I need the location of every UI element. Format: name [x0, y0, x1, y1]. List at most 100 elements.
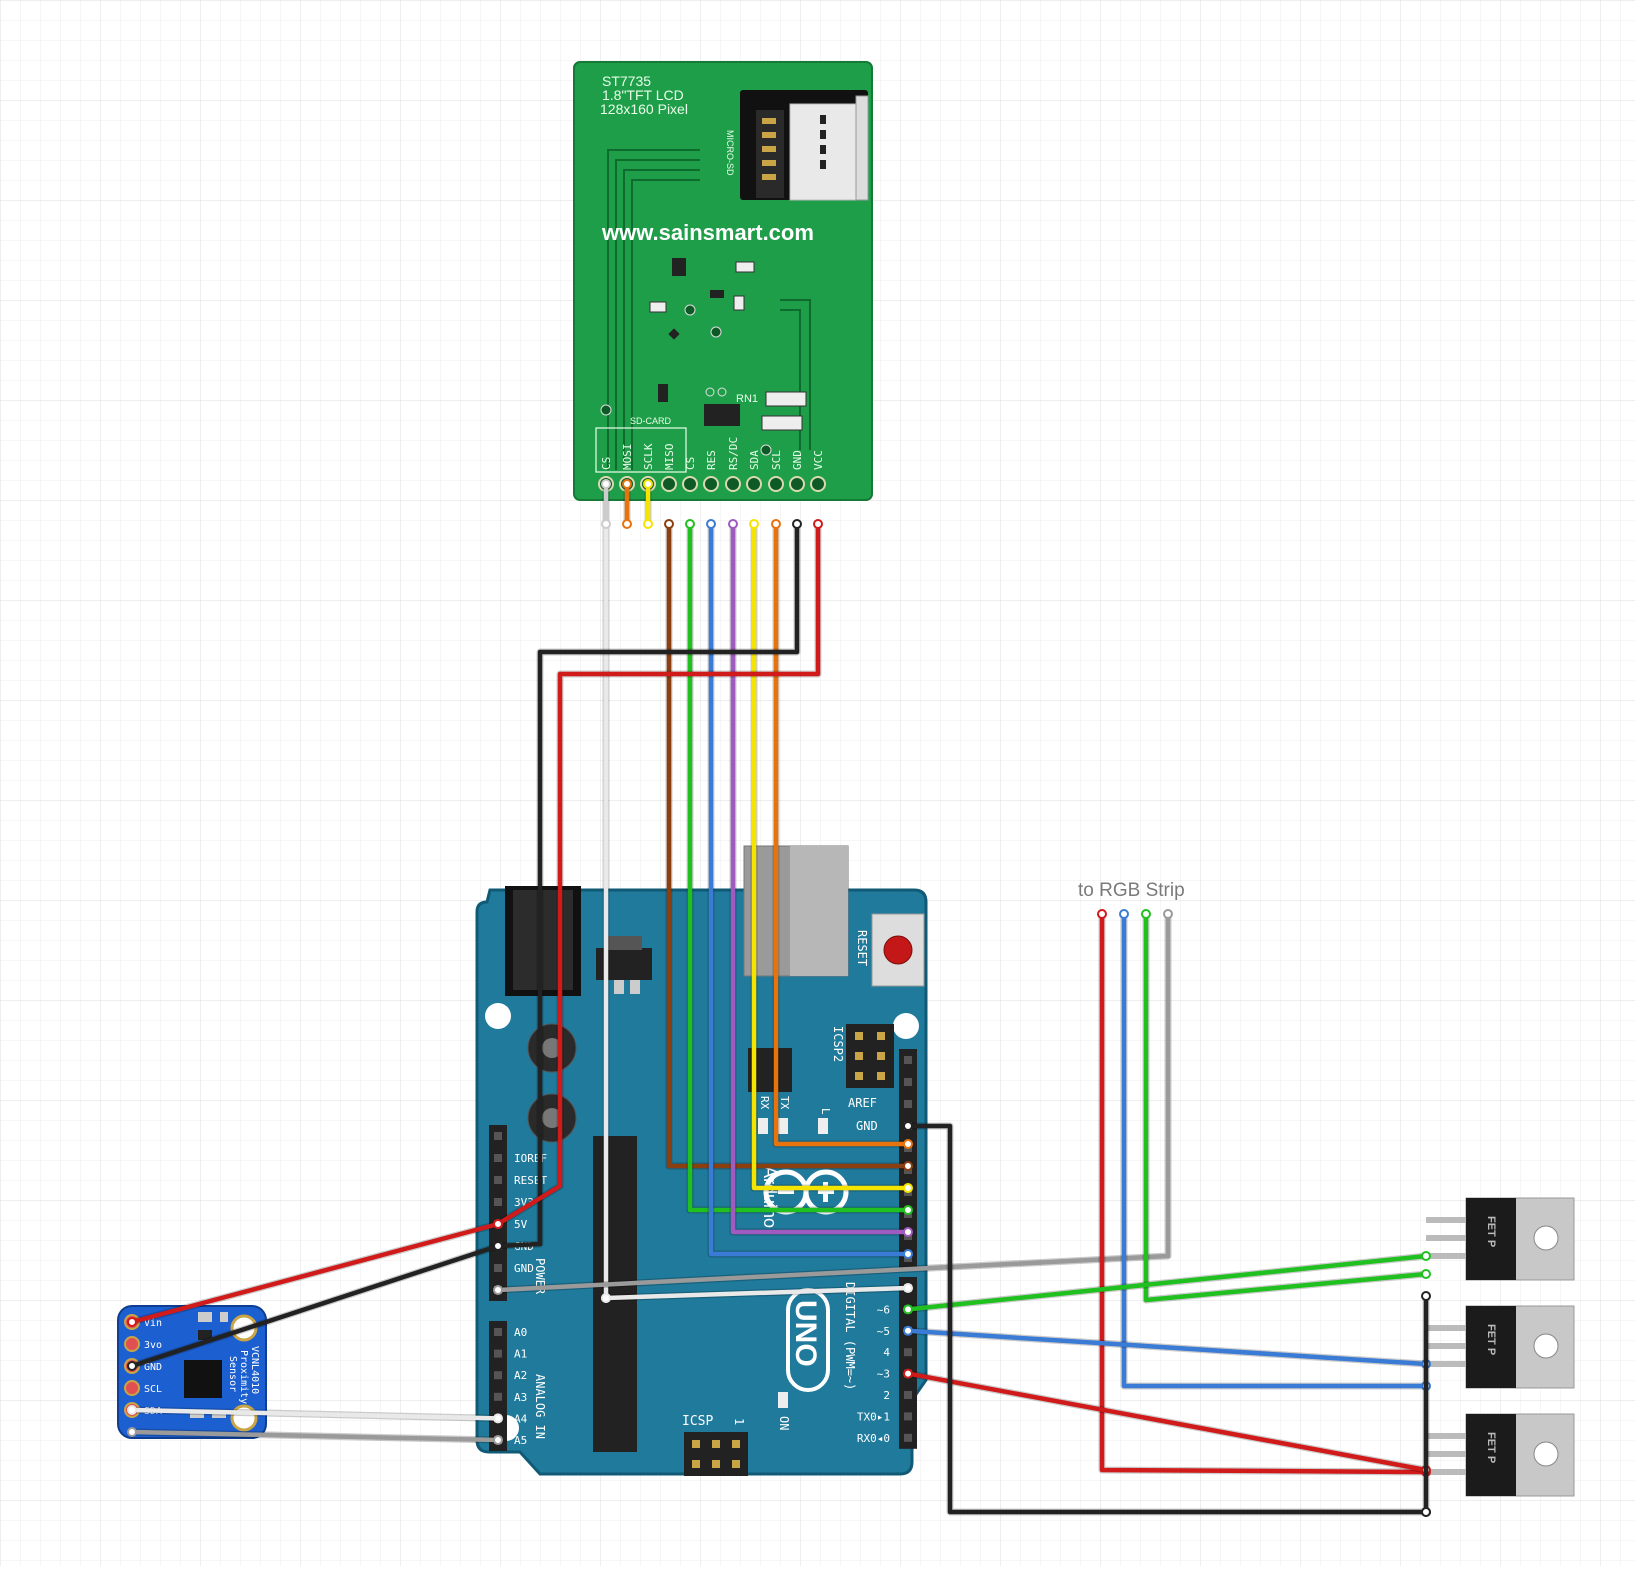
fet-transistor[interactable]: FET P: [1426, 1305, 1575, 1389]
analog-header-socket: [494, 1328, 502, 1336]
wire-rgb-blue: [1121, 914, 1426, 1389]
analog-pin-label: A4: [514, 1412, 528, 1425]
lcd-pin-label: RES: [705, 450, 718, 470]
icsp2-header: [846, 1024, 894, 1088]
wire-lcd-scl: [773, 524, 908, 1147]
power-header-socket: [494, 1154, 502, 1162]
wire-lcd-res-end: [685, 519, 695, 529]
fet-body: [1466, 1306, 1516, 1388]
digital-high-socket: [904, 1100, 912, 1108]
sensor-pin-label: SCL: [144, 1384, 162, 1395]
lcd-pin: [746, 476, 762, 492]
digital-high-socket: [904, 1078, 912, 1086]
digital-high-body: [899, 1049, 917, 1269]
wire-lcd-gnd: [497, 524, 800, 1249]
icsp-pin: [712, 1460, 720, 1468]
icsp-pin: [732, 1460, 740, 1468]
rn1-label: RN1: [736, 393, 758, 405]
wire-lcd-cs2-end: [664, 519, 674, 529]
fet-transistor[interactable]: FET P: [1426, 1413, 1575, 1497]
lcd-pin: [661, 476, 677, 492]
fet-hole: [1533, 1225, 1559, 1251]
icsp2-pin: [855, 1052, 863, 1060]
power-pin-label: 5V: [514, 1218, 528, 1231]
fet-label: FET P: [1485, 1216, 1497, 1247]
digital-low-socket: [904, 1412, 912, 1421]
sd-card-label: SD-CARD: [630, 416, 672, 426]
lcd-module[interactable]: ST7735 1.8"TFT LCD 128x160 Pixel MICRO-S…: [573, 61, 873, 501]
wire-stub-end: [601, 519, 611, 529]
digital-high-socket: [904, 1056, 912, 1064]
icsp2-pin: [877, 1072, 885, 1080]
mounting-hole: [893, 1013, 919, 1039]
icsp-pin: [712, 1440, 720, 1448]
analog-pin-label: A2: [514, 1369, 527, 1382]
rx-label: RX: [758, 1096, 771, 1110]
sensor-pin: [124, 1380, 140, 1396]
fet-body: [1466, 1198, 1516, 1280]
wire-sensor-scl: [131, 1429, 499, 1443]
fet-leg: [1426, 1253, 1466, 1259]
tx-led: [778, 1118, 788, 1134]
fet-label: FET P: [1485, 1324, 1497, 1355]
wire-rgb-red: [1099, 914, 1427, 1475]
analog-header-socket: [494, 1392, 502, 1401]
fet-hole: [1533, 1333, 1559, 1359]
analog-header-socket: [494, 1371, 502, 1380]
wire-sensor-sda-end: [127, 1405, 137, 1415]
mounting-hole: [485, 1003, 511, 1029]
wire-sensor-gnd: [131, 1243, 499, 1369]
icsp-pin: [692, 1460, 700, 1468]
analog-pin-label: A1: [514, 1348, 527, 1361]
icsp-label: ICSP: [682, 1414, 713, 1429]
sensor-chip: [184, 1360, 222, 1398]
lcd-pin: [810, 476, 826, 492]
sd-card-slot: [740, 90, 869, 201]
wire-lcd-scl-end: [771, 519, 781, 529]
l-label: L: [819, 1108, 832, 1115]
rgb-strip-label: to RGB Strip: [1078, 880, 1185, 901]
wire-lcd-vcc: [496, 524, 821, 1226]
gnd-label: GND: [856, 1119, 878, 1133]
wire-lcd-sda: [751, 524, 908, 1191]
fet-leg: [1426, 1433, 1466, 1439]
on-led: [778, 1392, 788, 1408]
icsp2-body: [846, 1024, 894, 1088]
sensor-label-2: Proximity: [238, 1350, 249, 1404]
fet-leg: [1426, 1361, 1466, 1367]
fet-label: FET P: [1485, 1432, 1497, 1463]
icsp2-pin: [877, 1052, 885, 1060]
lcd-pin-label: MISO: [663, 444, 676, 471]
tx-label: TX: [778, 1096, 791, 1110]
lcd-pin: [682, 476, 698, 492]
wire-sensor-sda: [131, 1407, 499, 1421]
wire-stub-end: [622, 479, 632, 489]
atmega-chip: [593, 1136, 637, 1452]
wire-rgb-blue-end: [1119, 909, 1129, 919]
fet-leg: [1426, 1325, 1466, 1331]
fet-leg: [1426, 1469, 1466, 1475]
fet-transistor[interactable]: FET P: [1426, 1197, 1575, 1281]
lcd-pin-header: [598, 476, 826, 492]
wire-lcd-vcc-end: [813, 519, 823, 529]
sensor-label-1: VCNL4010: [249, 1346, 260, 1394]
fet-body: [1466, 1414, 1516, 1496]
analog-header-body: [489, 1321, 507, 1451]
lcd-title-line2: 1.8"TFT LCD: [602, 87, 684, 103]
lcd-pin: [725, 476, 741, 492]
digital-pin-label: 2: [883, 1389, 890, 1402]
wire-white-d: [605, 1285, 909, 1301]
aref-label: AREF: [848, 1096, 877, 1110]
power-header-socket: [494, 1264, 502, 1272]
analog-pin-label: A3: [514, 1391, 527, 1404]
wire-fet-gnd-end: [1421, 1507, 1431, 1517]
uno-logo-text: UNO: [789, 1300, 822, 1367]
fet-leg: [1426, 1235, 1466, 1241]
arduino-uno[interactable]: RESET ICSP2 RX TX L Arduino UNO: [475, 845, 928, 1476]
wire-rgb-grey: [497, 914, 1171, 1293]
sensor-pin-label: Vin: [144, 1318, 162, 1329]
reset-button[interactable]: [871, 913, 925, 987]
lcd-pin-label: SCLK: [642, 443, 655, 470]
wire-rgb-green-end: [1421, 1269, 1431, 1279]
